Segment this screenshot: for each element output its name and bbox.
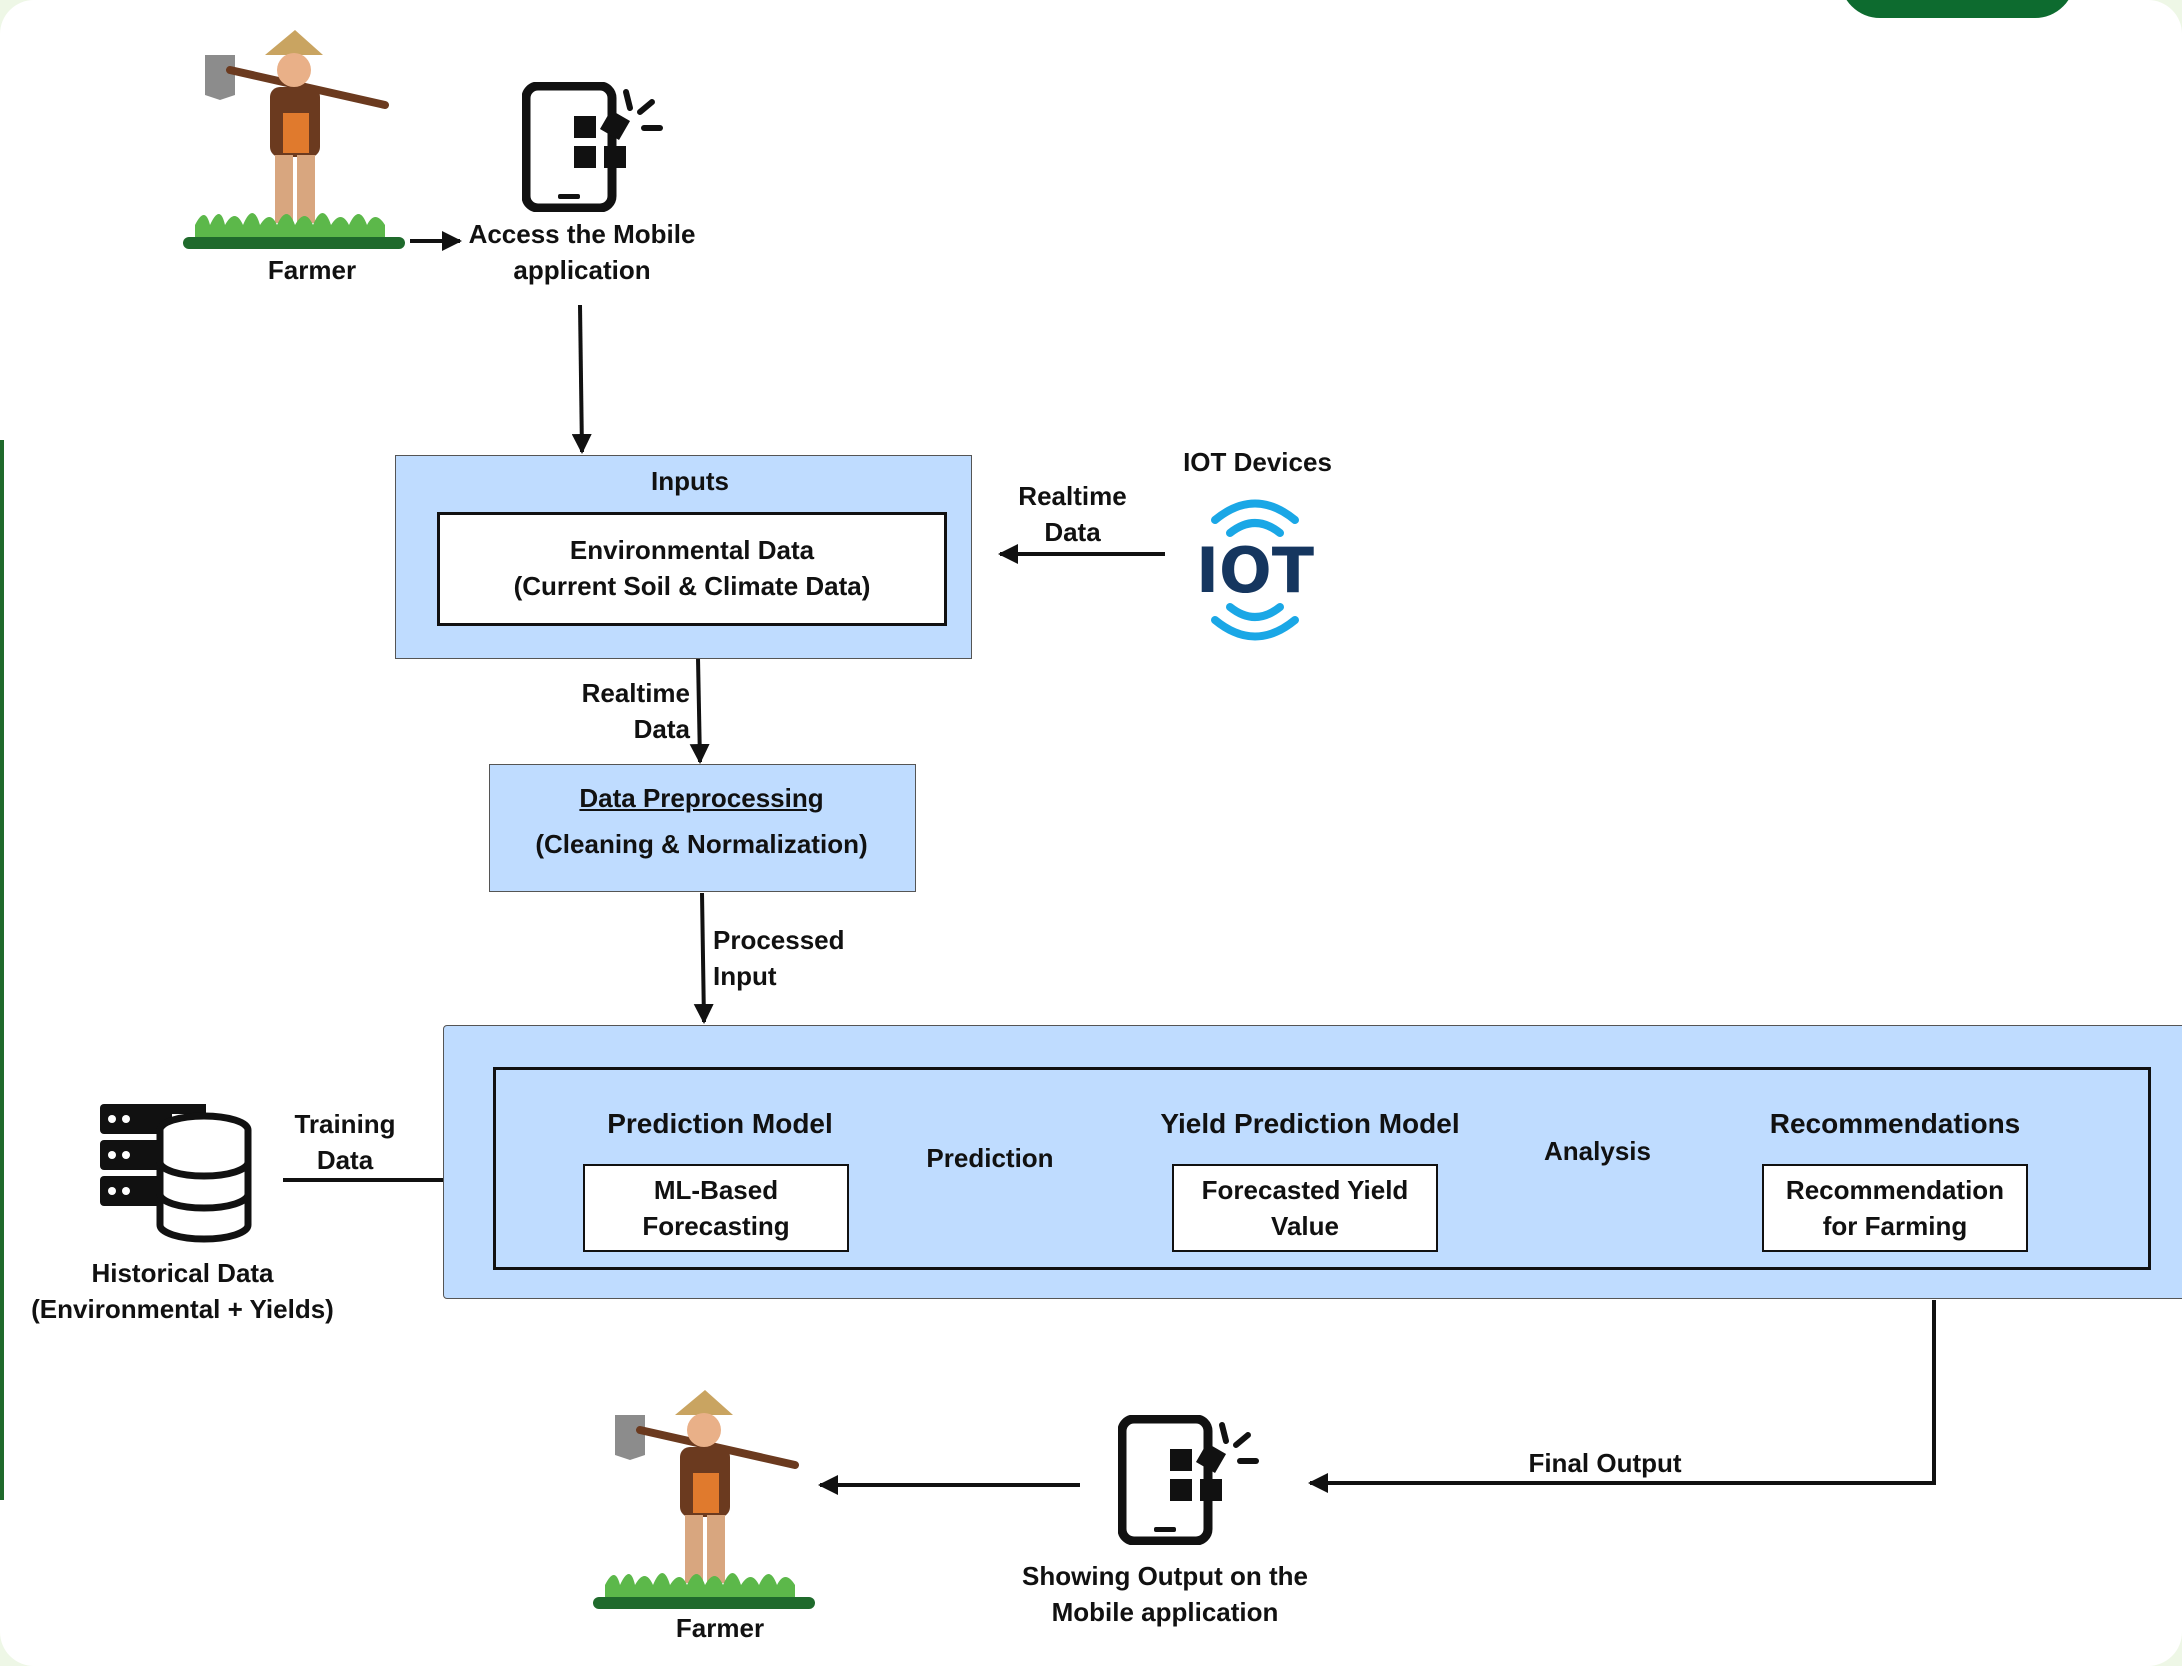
realtime-data-label-inputs: Realtime Data — [540, 675, 690, 747]
training-line2: Data — [316, 1145, 374, 1175]
preprocessing-subtitle: (Cleaning & Normalization) — [535, 829, 868, 859]
farmer-label-bottom: Farmer — [675, 1613, 765, 1643]
arrow-preprocessing-to-model — [693, 892, 714, 1024]
processed-input-label: Processed Input — [713, 922, 873, 994]
database-icon — [98, 1100, 253, 1245]
recommendation-box: Recommendation for Farming — [1762, 1164, 2028, 1252]
farmer-label-top: Farmer — [267, 255, 357, 285]
left-border-strip — [0, 440, 4, 1500]
historical-data-label: Historical Data (Environmental + Yields) — [20, 1255, 345, 1327]
processed-input-line1: Processed — [713, 925, 845, 955]
farmer-illustration-bottom — [585, 1385, 825, 1620]
prediction-arrow-label: Prediction — [926, 1143, 1054, 1173]
arrow-final-output — [1308, 1300, 1936, 1493]
final-output-label: Final Output — [1528, 1448, 1682, 1478]
recommend-box-line1: Recommendation — [1785, 1175, 2005, 1205]
preprocessing-title: Data Preprocessing — [579, 783, 824, 813]
preprocessing-box — [489, 764, 916, 892]
realtime-data-iot-line2: Data — [1044, 517, 1101, 547]
yield-box-line1: Forecasted Yield — [1201, 1175, 1409, 1205]
realtime-data-inputs-line2: Data — [633, 714, 690, 744]
analysis-arrow-label: Analysis — [1544, 1136, 1651, 1166]
arrow-mobile-to-inputs — [571, 304, 592, 454]
iot-logo-text: IOT — [1196, 534, 1314, 607]
realtime-data-inputs-line1: Realtime — [581, 678, 690, 708]
farmer-illustration-top — [175, 25, 415, 260]
iot-logo: IOT — [1180, 495, 1330, 645]
yield-model-title: Yield Prediction Model — [1160, 1108, 1460, 1139]
env-data-line1: Environmental Data — [569, 535, 815, 565]
training-line1: Training — [294, 1109, 396, 1139]
arrow-inputs-to-preprocessing — [689, 657, 710, 764]
environmental-data-box: Environmental Data (Current Soil & Clima… — [437, 512, 947, 626]
ml-box-line2: Forecasting — [642, 1211, 790, 1241]
iot-devices-title: IOT Devices — [1183, 447, 1332, 477]
historical-line1: Historical Data — [91, 1258, 274, 1288]
inputs-title: Inputs — [651, 466, 729, 496]
ml-box-line1: ML-Based — [653, 1175, 779, 1205]
prediction-model-title: Prediction Model — [607, 1108, 833, 1139]
mobile-output-line1: Showing Output on the — [1022, 1561, 1308, 1591]
training-data-label: Training Data — [280, 1106, 410, 1178]
model-inner-frame — [493, 1067, 2151, 1270]
realtime-data-iot-line1: Realtime — [1018, 481, 1127, 511]
forecasted-yield-box: Forecasted Yield Value — [1172, 1164, 1438, 1252]
recommendations-title: Recommendations — [1769, 1108, 2021, 1139]
processed-input-line2: Input — [713, 961, 777, 991]
mobile-app-icon-top — [522, 82, 672, 212]
green-tab — [1840, 0, 2075, 18]
historical-line2: (Environmental + Yields) — [31, 1294, 334, 1324]
mobile-output-label: Showing Output on the Mobile application — [1000, 1558, 1330, 1630]
mobile-access-label: Access the Mobile application — [448, 216, 716, 288]
mobile-output-line2: Mobile application — [1051, 1597, 1279, 1627]
realtime-data-label-iot: Realtime Data — [1000, 478, 1145, 550]
mobile-access-line2: application — [513, 255, 651, 285]
ml-forecasting-box: ML-Based Forecasting — [583, 1164, 849, 1252]
yield-box-line2: Value — [1271, 1211, 1339, 1241]
model-panel — [443, 1025, 2182, 1299]
mobile-app-icon-bottom — [1118, 1415, 1268, 1545]
mobile-access-line1: Access the Mobile — [468, 219, 696, 249]
recommend-box-line2: for Farming — [1822, 1211, 1968, 1241]
env-data-line2: (Current Soil & Climate Data) — [513, 571, 871, 601]
